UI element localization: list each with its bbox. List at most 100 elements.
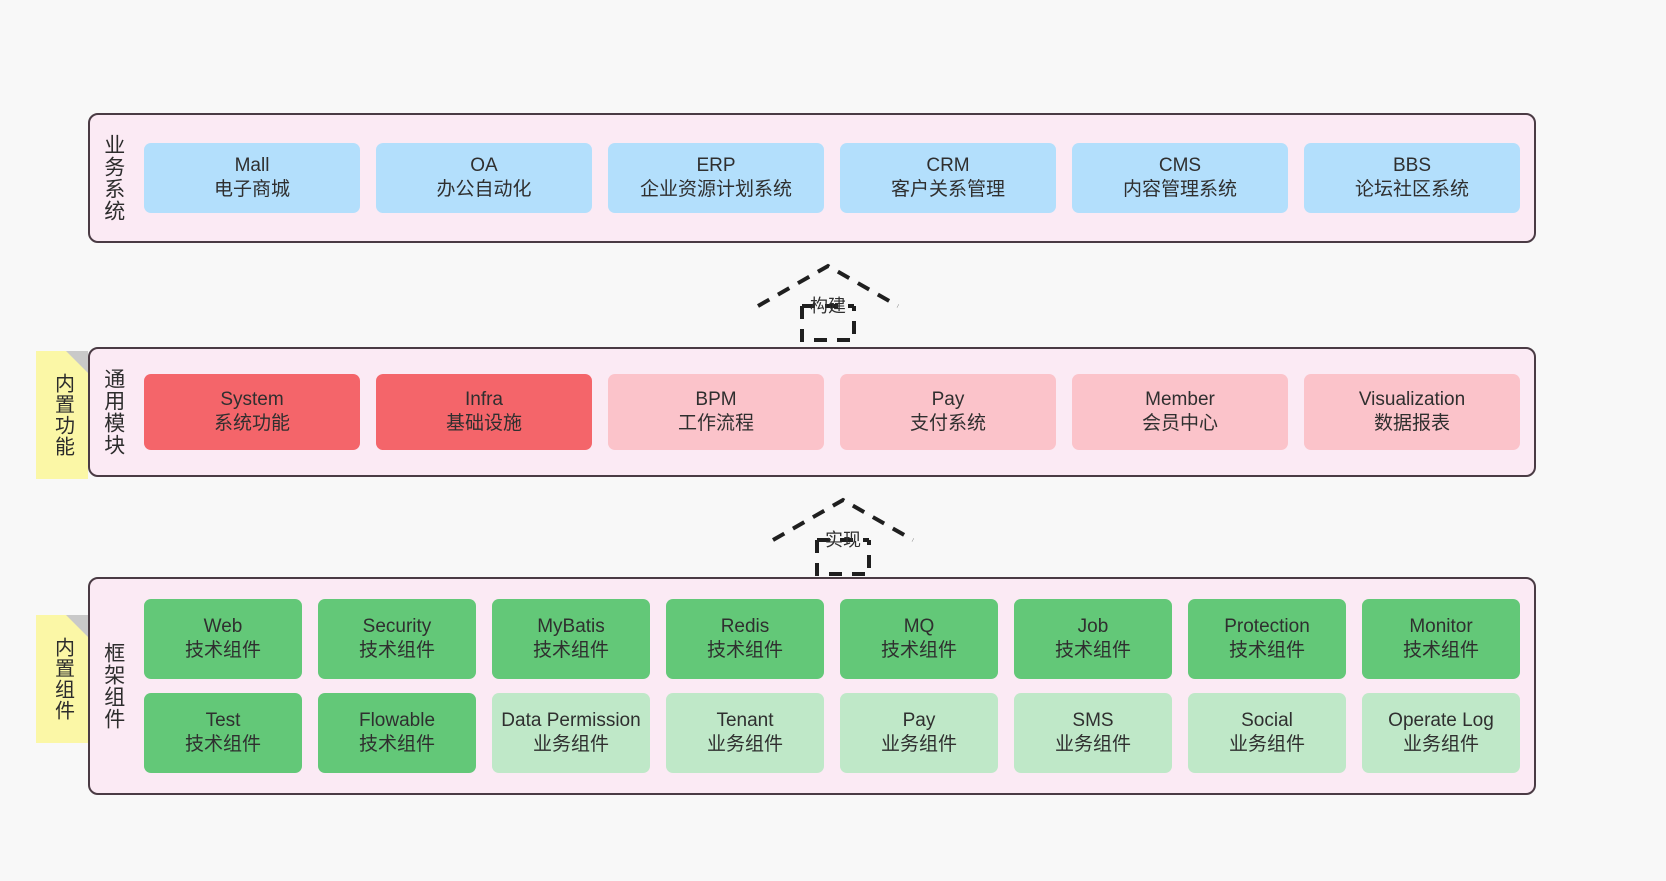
layer-row: Web 技术组件 Security 技术组件 MyBatis 技术组件 Redi… (144, 599, 1520, 679)
module-card-redis[interactable]: Redis 技术组件 (666, 599, 824, 679)
layer-framework-component: 框架组件 Web 技术组件 Security 技术组件 MyBatis 技术组件… (88, 577, 1536, 795)
module-card-system[interactable]: System 系统功能 (144, 374, 360, 450)
module-card-social[interactable]: Social 业务组件 (1188, 693, 1346, 773)
layer-body-common-module: System 系统功能 Infra 基础设施 BPM 工作流程 Pay 支付系统… (136, 349, 1534, 475)
note-fold-corner-icon (66, 615, 88, 637)
module-name-cn: 工作流程 (677, 413, 754, 434)
layer-title-common-module: 通用模块 (101, 368, 125, 456)
module-name-en: Security (362, 615, 432, 637)
module-card-pay-business[interactable]: Pay 业务组件 (840, 693, 998, 773)
module-card-erp[interactable]: ERP 企业资源计划系统 (608, 143, 824, 213)
module-card-protection[interactable]: Protection 技术组件 (1188, 599, 1346, 679)
module-card-test[interactable]: Test 技术组件 (144, 693, 302, 773)
module-card-data-permission[interactable]: Data Permission 业务组件 (492, 693, 650, 773)
module-card-mybatis[interactable]: MyBatis 技术组件 (492, 599, 650, 679)
module-card-monitor[interactable]: Monitor 技术组件 (1362, 599, 1520, 679)
module-name-cn: 业务组件 (532, 734, 609, 755)
sticky-note-builtin-function: 内置功能 (36, 351, 88, 479)
sticky-note-builtin-component: 内置组件 (36, 615, 88, 743)
layer-row: Mall 电子商城 OA 办公自动化 ERP 企业资源计划系统 CRM 客户关系… (144, 143, 1520, 213)
module-name-cn: 技术组件 (1402, 640, 1479, 661)
layer-row: System 系统功能 Infra 基础设施 BPM 工作流程 Pay 支付系统… (144, 374, 1520, 450)
module-name-cn: 技术组件 (184, 734, 261, 755)
connector-implement: 实现 (765, 492, 925, 578)
module-card-pay[interactable]: Pay 支付系统 (840, 374, 1056, 450)
connector-implement-label: 实现 (825, 530, 861, 550)
module-name-cn: 技术组件 (1228, 640, 1305, 661)
module-name-en: Monitor (1409, 615, 1473, 637)
layer-body-business-system: Mall 电子商城 OA 办公自动化 ERP 企业资源计划系统 CRM 客户关系… (136, 115, 1534, 241)
module-name-en: Infra (464, 388, 504, 410)
layer-common-module: 通用模块 System 系统功能 Infra 基础设施 BPM 工作流程 Pay… (88, 347, 1536, 477)
layer-title-business-system: 业务系统 (101, 134, 125, 222)
module-card-security[interactable]: Security 技术组件 (318, 599, 476, 679)
module-name-cn: 支付系统 (909, 413, 986, 434)
module-name-cn: 技术组件 (1054, 640, 1131, 661)
module-name-cn: 技术组件 (880, 640, 957, 661)
module-card-bbs[interactable]: BBS 论坛社区系统 (1304, 143, 1520, 213)
module-name-cn: 业务组件 (1228, 734, 1305, 755)
module-name-en: Tenant (716, 709, 774, 731)
module-name-cn: 技术组件 (358, 640, 435, 661)
connector-build-arrow-icon (757, 263, 899, 342)
note-fold-corner-icon (66, 351, 88, 373)
module-card-mall[interactable]: Mall 电子商城 (144, 143, 360, 213)
module-name-en: Operate Log (1388, 709, 1494, 731)
module-name-en: CRM (926, 154, 970, 176)
module-name-en: SMS (1072, 709, 1114, 731)
module-card-infra[interactable]: Infra 基础设施 (376, 374, 592, 450)
connector-implement-arrow-icon (772, 497, 914, 576)
module-name-cn: 企业资源计划系统 (639, 179, 792, 200)
module-card-crm[interactable]: CRM 客户关系管理 (840, 143, 1056, 213)
module-name-en: System (220, 388, 284, 410)
module-name-cn: 内容管理系统 (1122, 179, 1237, 200)
module-card-mq[interactable]: MQ 技术组件 (840, 599, 998, 679)
module-card-oa[interactable]: OA 办公自动化 (376, 143, 592, 213)
module-name-en: Test (205, 709, 241, 731)
module-name-cn: 基础设施 (445, 413, 522, 434)
connector-build: 构建 (750, 258, 910, 344)
module-card-cms[interactable]: CMS 内容管理系统 (1072, 143, 1288, 213)
module-name-en: Member (1145, 388, 1215, 410)
module-name-cn: 会员中心 (1141, 413, 1218, 434)
module-name-cn: 技术组件 (358, 734, 435, 755)
module-name-cn: 系统功能 (213, 413, 290, 434)
module-name-en: BBS (1392, 154, 1432, 176)
module-name-en: MQ (903, 615, 935, 637)
module-card-bpm[interactable]: BPM 工作流程 (608, 374, 824, 450)
module-name-en: Visualization (1358, 388, 1466, 410)
sticky-note-text: 内置功能 (51, 373, 74, 457)
module-card-member[interactable]: Member 会员中心 (1072, 374, 1288, 450)
module-name-en: Web (203, 615, 243, 637)
module-card-tenant[interactable]: Tenant 业务组件 (666, 693, 824, 773)
module-name-en: Pay (902, 709, 936, 731)
module-name-cn: 电子商城 (213, 179, 290, 200)
module-name-en: Data Permission (501, 709, 641, 731)
module-name-cn: 办公自动化 (436, 179, 532, 200)
layer-title-framework-component: 框架组件 (101, 642, 125, 730)
connector-build-label: 构建 (810, 296, 846, 316)
module-card-visualization[interactable]: Visualization 数据报表 (1304, 374, 1520, 450)
module-card-sms[interactable]: SMS 业务组件 (1014, 693, 1172, 773)
module-name-en: Redis (720, 615, 770, 637)
module-name-cn: 业务组件 (706, 734, 783, 755)
module-card-flowable[interactable]: Flowable 技术组件 (318, 693, 476, 773)
module-name-en: OA (470, 154, 498, 176)
module-name-cn: 业务组件 (880, 734, 957, 755)
module-name-en: MyBatis (537, 615, 605, 637)
module-name-en: Mall (234, 154, 270, 176)
module-card-job[interactable]: Job 技术组件 (1014, 599, 1172, 679)
module-name-cn: 业务组件 (1402, 734, 1479, 755)
module-name-en: Job (1077, 615, 1109, 637)
layer-row: Test 技术组件 Flowable 技术组件 Data Permission … (144, 693, 1520, 773)
module-name-en: Protection (1224, 615, 1310, 637)
module-name-en: CMS (1158, 154, 1202, 176)
layer-body-framework-component: Web 技术组件 Security 技术组件 MyBatis 技术组件 Redi… (136, 579, 1534, 793)
module-card-operate-log[interactable]: Operate Log 业务组件 (1362, 693, 1520, 773)
module-name-en: BPM (695, 388, 737, 410)
module-card-web[interactable]: Web 技术组件 (144, 599, 302, 679)
module-name-cn: 技术组件 (706, 640, 783, 661)
module-name-en: Social (1241, 709, 1293, 731)
module-name-en: Pay (931, 388, 965, 410)
